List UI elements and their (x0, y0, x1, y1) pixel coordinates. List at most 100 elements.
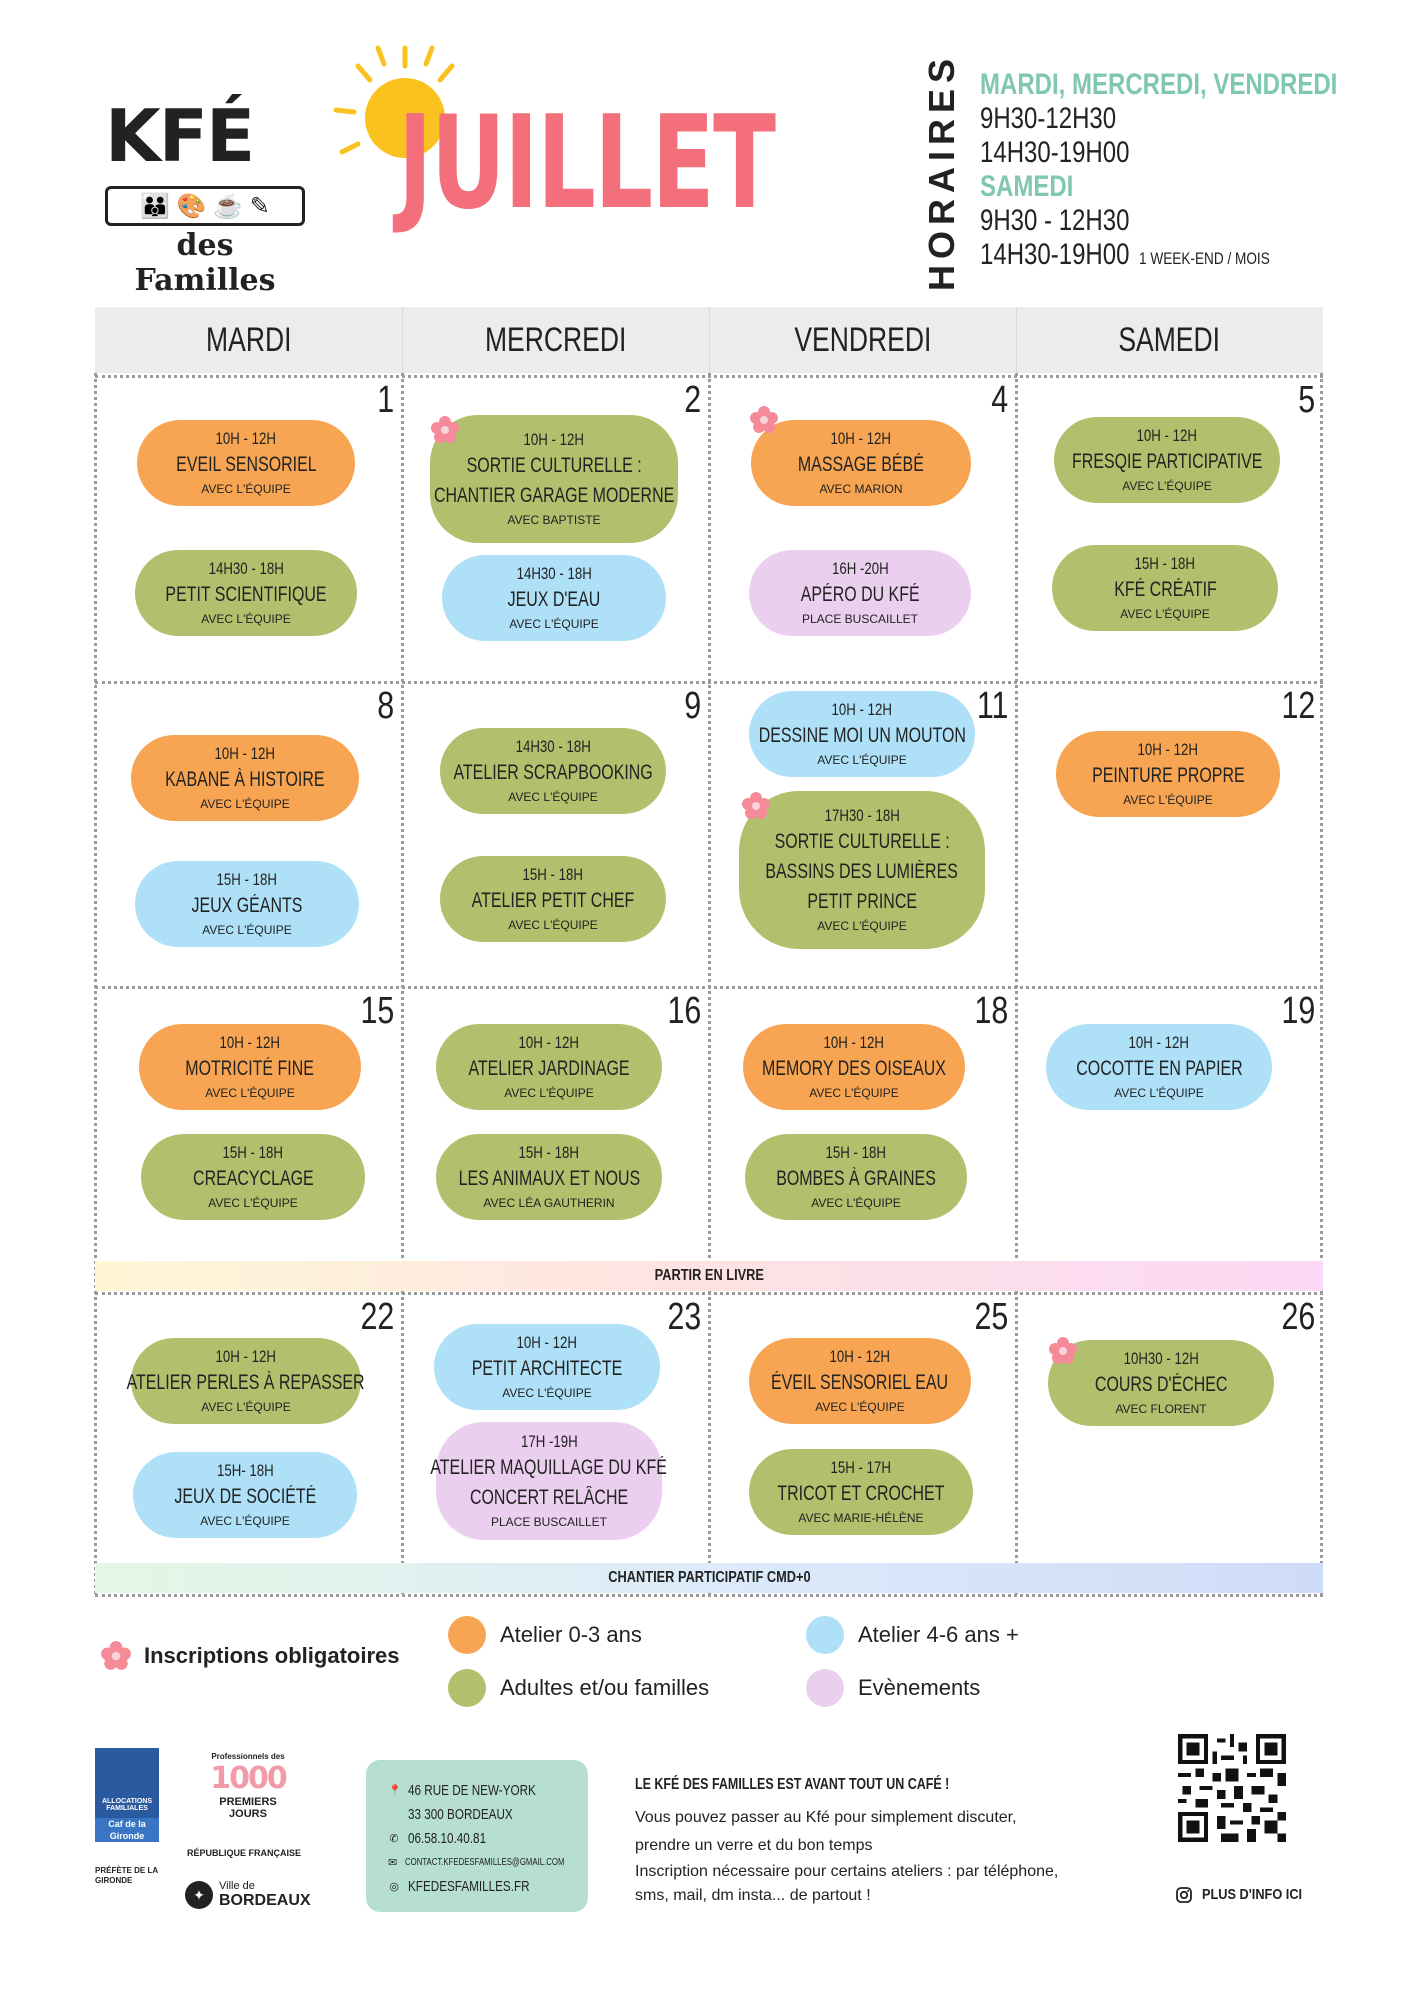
month-title: JUILLET (398, 89, 776, 238)
day-number: 1 (377, 379, 394, 421)
legend-inscriptions: Inscriptions obligatoires (100, 1640, 399, 1672)
day-number: 8 (377, 685, 394, 727)
hours-days-saturday: SAMEDI (980, 170, 1074, 203)
grid-line (95, 681, 1323, 684)
day-number: 19 (1281, 990, 1315, 1032)
day-number: 18 (974, 990, 1008, 1032)
hours-afternoon: 14H30-19H00 (980, 136, 1130, 169)
registration-required-icon (750, 406, 778, 433)
qr-code[interactable] (1178, 1734, 1286, 1842)
grid-line (95, 1292, 1323, 1295)
legend-blue-label: Atelier 4-6 ans + (858, 1622, 1019, 1647)
opening-hours: MARDI, MERCREDI, VENDREDI 9H30-12H30 14H… (980, 68, 1380, 276)
about-text-1: Vous pouvez passer au Kfé pour simplemen… (635, 1809, 1017, 1826)
1000-jours-logo: Professionnels des 1000 PREMIERS JOURS (210, 1752, 288, 1820)
contact-box: 📍46 RUE DE NEW-YORK 33 300 BORDEAUX ✆06.… (366, 1760, 588, 1912)
grid-line (94, 373, 97, 1594)
caf-gironde-label: Caf de la Gironde (95, 1818, 159, 1842)
day-number: 9 (684, 685, 701, 727)
hours-morning: 9H30-12H30 (980, 102, 1117, 135)
day-number: 11 (976, 685, 1008, 727)
legend-inscriptions-label: Inscriptions obligatoires (144, 1643, 400, 1668)
horaires-label: HORAIRES (921, 52, 962, 292)
hours-note: 1 WEEK-END / MOIS (1139, 249, 1270, 268)
about-text-3: Inscription nécessaire pour certains ate… (635, 1863, 1059, 1880)
legend-green-dot (448, 1669, 486, 1707)
legend-orange-dot (448, 1616, 486, 1654)
header-vendredi: VENDREDI (793, 320, 932, 359)
registration-required-icon (101, 1641, 131, 1670)
kfe-logo: KFÉ 👪 🎨 ☕ ✎ des Familles (105, 94, 315, 298)
email-address[interactable]: CONTACT.KFEDESFAMILLES@GMAIL.COM (405, 1856, 565, 1868)
about-text-2: prendre un verre et du bon temps (635, 1837, 873, 1854)
header-samedi: SAMEDI (1118, 320, 1221, 359)
qr-caption: PLUS D'INFO ICI (1176, 1886, 1320, 1903)
grid-line (1015, 373, 1018, 1594)
grid-line (95, 375, 1323, 378)
day-number: 12 (1281, 685, 1315, 727)
phone-number[interactable]: 06.58.10.40.81 (408, 1829, 487, 1847)
header-mercredi: MERCREDI (484, 320, 627, 359)
band-chantier-participatif: CHANTIER PARTICIPATIF CMD+0 (95, 1563, 1323, 1593)
grid-line (708, 373, 711, 1594)
legend-orange-label: Atelier 0-3 ans (500, 1622, 642, 1647)
day-number: 5 (1298, 379, 1315, 421)
grid-line (1320, 373, 1323, 1594)
sun-icon (333, 45, 455, 158)
registration-required-icon (431, 416, 459, 443)
legend-pink-label: Evènements (858, 1675, 981, 1700)
republique-francaise-label: RÉPUBLIQUE FRANÇAISE (187, 1848, 302, 1858)
header-mardi: MARDI (205, 320, 292, 359)
about-text-4: sms, mail, dm insta... de partout ! (635, 1887, 871, 1904)
hours-days-weekday: MARDI, MERCREDI, VENDREDI (980, 68, 1338, 101)
day-number: 26 (1281, 1296, 1315, 1338)
website-link[interactable]: KFEDESFAMILLES.FR (408, 1877, 530, 1895)
day-number: 23 (667, 1296, 701, 1338)
mail-icon: ✉ (388, 1856, 398, 1869)
logo-title: KFÉ (105, 94, 255, 178)
legend-green-label: Adultes et/ou familles (500, 1675, 710, 1700)
weekday-header-row: MARDI MERCREDI VENDREDI SAMEDI (95, 307, 1323, 373)
partner-logos: ALLOCATIONS FAMILIALES Caf de la Gironde… (95, 1748, 325, 1918)
day-number: 16 (667, 990, 701, 1032)
prefete-label: PRÉFÈTE DE LA GIRONDE (95, 1866, 158, 1885)
instagram-icon (1176, 1886, 1192, 1903)
bordeaux-mark-icon: ✦ (185, 1881, 213, 1909)
logo-subtitle: des Familles (134, 228, 276, 298)
band-partir-en-livre: PARTIR EN LIVRE (95, 1261, 1323, 1291)
